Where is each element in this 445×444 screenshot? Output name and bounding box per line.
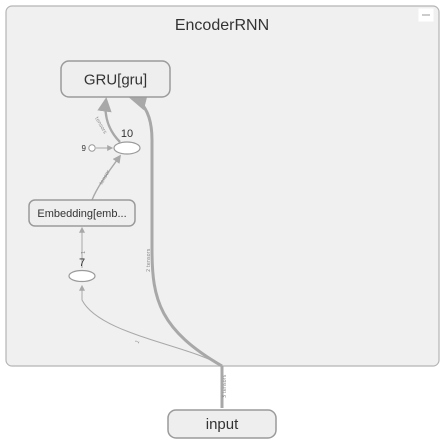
node-op-10-label: 10 <box>121 128 133 140</box>
node-const-9-label: 9 <box>82 144 87 153</box>
group-title: EncoderRNN <box>175 17 269 34</box>
node-op-10[interactable] <box>113 141 141 155</box>
edge-label-7-to-embedding: 1 <box>81 251 87 254</box>
edge-embedding-to-10[interactable] <box>91 154 121 201</box>
edge-input-to-7[interactable] <box>79 284 223 367</box>
edge-label-input-to-7: 1 <box>135 339 142 345</box>
node-op-7[interactable] <box>68 269 96 283</box>
node-gru[interactable] <box>60 60 171 98</box>
node-gru-label: GRU[gru] <box>84 72 147 89</box>
node-input-label: input <box>206 416 239 433</box>
minus-icon[interactable] <box>418 8 434 22</box>
node-input[interactable] <box>167 409 277 439</box>
edge-label-input-entry: 3 tensors <box>222 374 228 398</box>
group-encoderrnn[interactable] <box>5 5 440 367</box>
node-embedding-label: Embedding[emb... <box>37 208 126 220</box>
node-op-7-label: 7 <box>79 257 85 269</box>
edge-input-to-gru[interactable] <box>128 92 223 368</box>
node-embedding[interactable] <box>28 199 136 227</box>
edge-10-to-gru[interactable] <box>97 97 121 143</box>
node-const-9[interactable] <box>88 144 96 152</box>
edge-label-input-to-gru: 2 tensors <box>146 248 152 272</box>
